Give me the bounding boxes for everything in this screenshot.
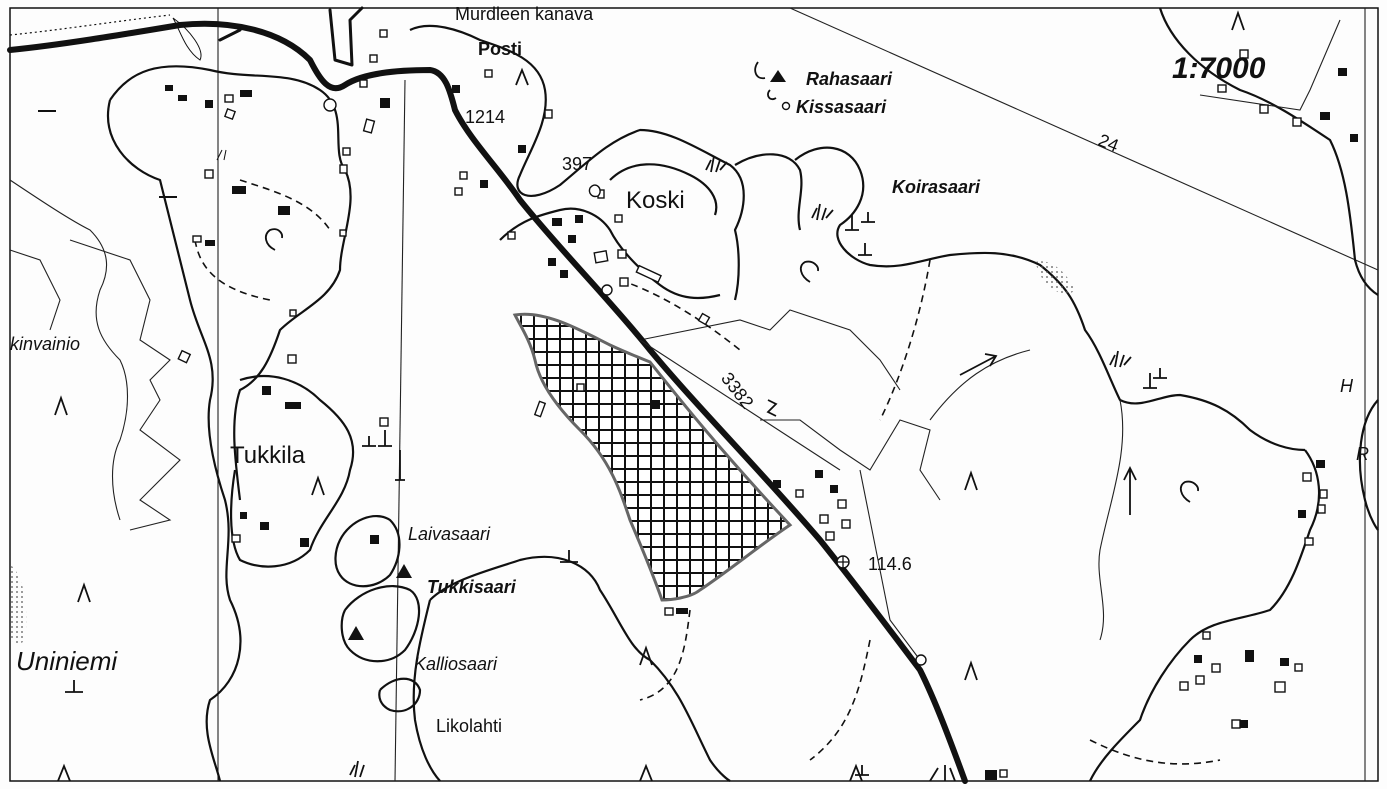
power-line [639,339,841,471]
shoreline-bay-inner [609,163,718,216]
label-tukkisaari: Tukkisaari [427,577,517,597]
shoreline-laivasaari [334,515,401,588]
field-boundary [69,239,181,531]
field-boundary [1199,19,1341,111]
shoreline-kalliosaari [378,677,422,713]
shoreline-tukkila [230,375,355,568]
stipple-patch [1035,261,1075,295]
label-road-3382: 3382 [717,369,757,413]
secondary-road [218,28,242,42]
road-edge [9,14,171,36]
label-rahasaari: Rahasaari [806,69,893,89]
map-scale: 1:7000 [1172,52,1266,85]
flow-arrow [959,353,998,376]
footpath [809,639,871,761]
footpath [639,609,691,701]
label-koirasaari: Koirasaari [892,177,981,197]
landmark-triangle [348,626,364,640]
shoreline-far-east [1158,7,1379,296]
shoreline-tukkisaari [340,585,421,663]
spring-symbol [588,184,601,198]
shoreline-south-lake [429,555,731,782]
road-junction [915,654,927,666]
stipple-patch [10,565,27,645]
label-posti: Posti [478,39,522,59]
label-kissasaari: Kissasaari [796,97,887,117]
field-boundary [760,419,941,501]
contour-line [789,7,1379,271]
kissasaari-point [781,101,791,111]
label-road-1214: 1214 [465,107,505,127]
shoreline-west [107,99,242,782]
label-contour-24: 24 [1096,130,1122,156]
label-tukkila: Tukkila [230,442,306,469]
footpath [194,239,271,301]
terrain-depressions [264,228,1199,503]
shoreline-southeast [1089,449,1321,782]
field-boundary [639,309,901,391]
buildings-solid [165,68,1358,780]
shoreline-central-peninsula [109,65,352,501]
shoreline-koski-bay [409,24,745,301]
label-kinvainio: kinvainio [10,334,80,354]
main-road [7,20,968,784]
footpath [879,259,931,421]
footpath [239,179,331,231]
road-junction [323,98,337,112]
embankment [172,17,202,61]
landmark-triangle [770,70,786,82]
buildings-open [177,29,1328,778]
field-boundary [9,179,129,521]
flow-arrow [1123,465,1137,515]
shoreline-east-island [734,153,803,231]
stream [1098,399,1124,641]
label-canal: Murdleen kanava [455,4,594,24]
footpath [1089,739,1221,765]
label-laivasaari: Laivasaari [408,524,491,544]
stream [929,349,1031,421]
label-kalliosaari: Kalliosaari [414,654,498,674]
road-junction [601,284,613,296]
shoreline-koski-north [499,207,721,300]
shoreline-east-bay [1358,399,1379,531]
label-koski: Koski [626,187,685,214]
rahasaari-islet [754,61,777,101]
label-height-114-6: 114.6 [868,554,912,574]
label-likolahti: Likolahti [436,716,502,736]
marsh-symbols [349,155,1132,782]
label-edge-h: H [1340,376,1354,396]
grid-line-vertical [394,79,406,782]
open-ground-symbols [54,10,1245,782]
small-mark [159,196,177,198]
shoreline-koirasaari [794,146,1306,452]
label-uniniemi: Uniniemi [16,646,118,676]
small-mark [38,110,56,112]
boundary-stone-symbols [65,212,1167,776]
landmark-triangle [396,564,412,578]
field-boundary [9,249,61,331]
secondary-road [328,6,364,67]
label-edge-r: R [1356,444,1369,464]
label-height-397: 397 [562,154,592,174]
benchmark-cross [837,556,849,568]
power-line [859,469,921,661]
map-frame [9,7,1379,782]
bridge-symbol [766,399,778,417]
small-mark [216,149,227,161]
shoreline-south-lake-west [412,599,441,782]
